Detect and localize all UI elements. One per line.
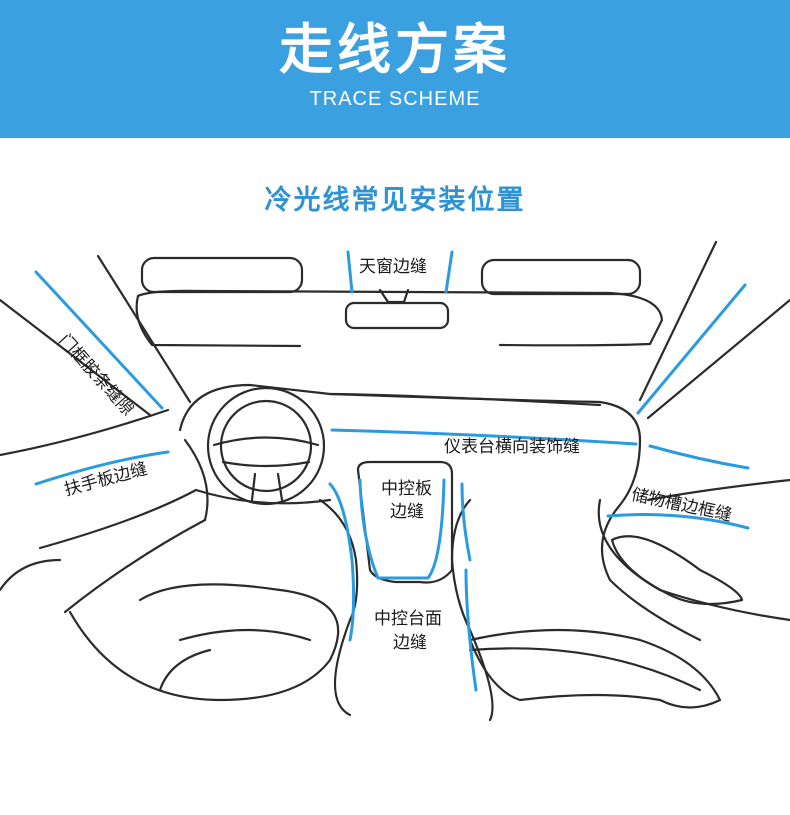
label-center-panel-line2: 边缝 xyxy=(390,502,424,522)
storage-compartment xyxy=(610,535,744,606)
center-console-right xyxy=(450,498,494,722)
trace-console-left xyxy=(328,482,356,642)
trace-sunroof-right xyxy=(444,250,454,294)
trace-center-panel xyxy=(358,478,446,580)
left-seat xyxy=(68,583,340,702)
label-center-console-line1: 中控台面 xyxy=(374,609,442,629)
trace-right-pillar xyxy=(636,283,747,415)
right-seat xyxy=(468,628,722,709)
trace-center-right xyxy=(460,482,472,562)
steering-wheel xyxy=(206,386,326,506)
right-sun-visor xyxy=(480,258,642,296)
right-a-pillar xyxy=(638,240,718,402)
label-center-console-line2: 边缝 xyxy=(393,633,427,653)
trace-console-right xyxy=(464,568,478,692)
label-center-panel-line1: 中控板 xyxy=(381,479,432,499)
left-sun-visor xyxy=(140,256,304,294)
label-sunroof: 天窗边缝 xyxy=(359,257,427,277)
trace-sunroof-left xyxy=(346,250,354,294)
trace-dashboard xyxy=(330,428,638,446)
trace-door-frame xyxy=(34,270,164,410)
page-subtitle: TRACE SCHEME xyxy=(309,88,481,110)
section-title: 冷光线常见安装位置 xyxy=(264,185,526,216)
page-title: 走线方案 xyxy=(279,18,511,81)
center-console-left xyxy=(318,498,359,717)
trace-storage-top xyxy=(648,444,750,470)
trace-armrest xyxy=(34,450,170,486)
left-a-pillar xyxy=(96,254,192,404)
windshield-frame xyxy=(136,289,664,347)
label-dashboard: 仪表台横向装饰缝 xyxy=(444,437,580,457)
rear-view-mirror xyxy=(344,301,450,330)
trace-storage-bottom xyxy=(606,513,750,530)
header-banner: 走线方案 TRACE SCHEME xyxy=(0,0,790,138)
